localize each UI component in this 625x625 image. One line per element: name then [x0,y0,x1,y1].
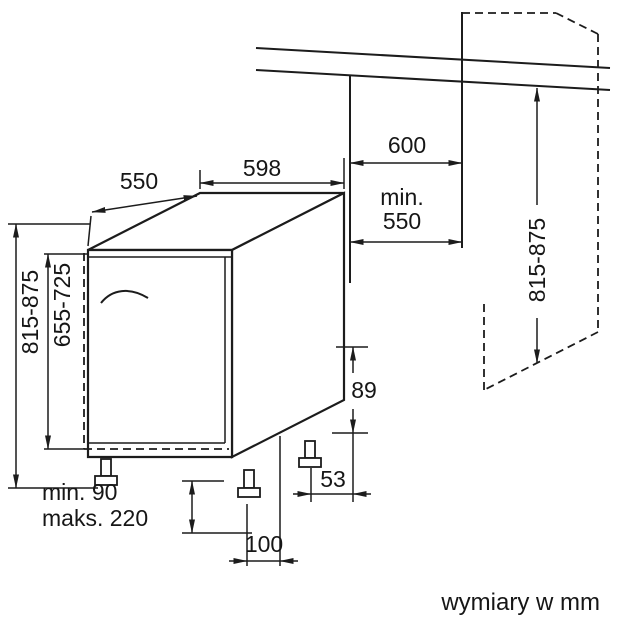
unit-height-label: 815-875 [17,270,43,354]
dim-front-foot-offset: 100 [229,436,298,566]
unit-depth-label: 550 [120,168,158,194]
dim-niche-height: 815-875 [524,87,550,364]
dishwasher-unit [83,191,346,498]
adjustable-foot-front-right [237,469,261,498]
rear-foot-offset-label: 53 [320,466,346,492]
dim-panel-height: 655-725 [44,253,88,450]
niche-depth-value-label: 550 [383,208,421,234]
niche-width-label: 600 [388,132,426,158]
foot-base [298,457,322,468]
dim-rear-foot-offset: 53 [293,433,371,502]
niche-depth-prefix-label: min. [380,184,423,210]
foot-base [237,487,261,498]
units-caption: wymiary w mm [440,589,600,616]
foot-stem [100,458,112,477]
dim-base-recess: 89 [332,346,377,434]
foot-stem [243,469,255,489]
unit-width-label: 598 [243,155,281,181]
foot-base [94,475,118,486]
dim-unit-width: 598 [199,155,345,189]
dimension-line [91,195,198,213]
extension-line [87,215,92,247]
worktop [255,47,611,91]
niche-outline [349,12,599,391]
dim-plinth-height: min. 90 maks. 220 [42,479,252,534]
plinth-min-label: min. 90 [42,479,117,505]
adjustable-foot-rear [298,440,322,468]
dim-niche-width: 600 [349,132,463,166]
dim-niche-depth: min. 550 [349,184,463,245]
unit-front-face [86,248,234,459]
dim-unit-height: 815-875 [8,223,98,489]
adjustable-foot-front-left [94,458,118,486]
worktop-top-edge [255,47,611,69]
plinth-max-label: maks. 220 [42,505,148,531]
niche-floor-back-edge-dashed [483,331,599,391]
foot-stem [304,440,316,459]
niche-height-label: 815-875 [524,218,550,302]
panel-height-label: 655-725 [49,263,75,347]
front-foot-offset-label: 100 [245,531,283,557]
base-recess-label: 89 [351,377,377,403]
niche-back-corner-edge-dashed [555,12,599,35]
worktop-bottom-edge [255,69,611,91]
door-handle [100,290,149,304]
dim-unit-depth: 550 [87,168,198,247]
